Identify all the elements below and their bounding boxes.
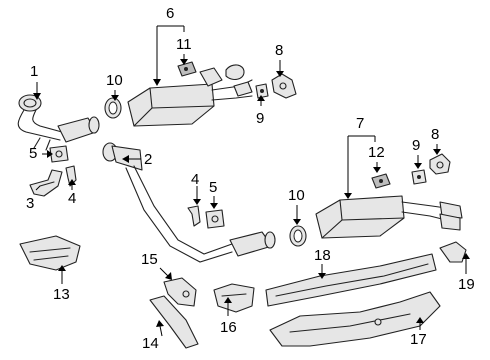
clamp-10-right-part (289, 225, 307, 247)
callout-12: 12 (368, 144, 385, 161)
callout-16: 16 (220, 319, 237, 336)
isolator-9-right-part (411, 169, 427, 185)
heat-shield-14-part (149, 295, 199, 349)
callout-10-right: 10 (288, 187, 305, 204)
rear-muffler-assembly-part (127, 64, 253, 127)
callout-9-right: 9 (412, 137, 421, 154)
callout-4-left: 4 (68, 190, 77, 207)
callout-10-left: 10 (106, 72, 123, 89)
callout-19: 19 (458, 276, 475, 293)
callout-6: 6 (166, 5, 175, 22)
muffler-with-dual-tips-part (315, 195, 463, 239)
hanger-4-mid-part (187, 205, 201, 227)
bracket-15-part (163, 277, 197, 307)
callout-1: 1 (30, 63, 39, 80)
callout-8-right: 8 (431, 126, 440, 143)
callout-11: 11 (176, 36, 192, 53)
heat-shield-16-part (213, 283, 255, 313)
heat-shield-18-part (265, 253, 437, 307)
clamp-5-mid-part (205, 209, 225, 229)
callout-3: 3 (26, 195, 35, 212)
hanger-8-top-part (271, 73, 297, 99)
heat-shield-13-part (19, 235, 81, 271)
callout-18: 18 (314, 247, 331, 264)
isolator-12-part (371, 173, 391, 189)
clamp-10-left-part (104, 97, 122, 119)
clamp-5-left-part (49, 145, 69, 163)
isolator-9-top-part (255, 83, 269, 99)
callout-5-left: 5 (29, 145, 38, 162)
hanger-8-right-part (429, 153, 451, 175)
callout-7: 7 (356, 115, 365, 132)
front-catalytic-converter-part (17, 94, 100, 151)
callout-5-mid: 5 (209, 179, 218, 196)
callout-17: 17 (410, 331, 427, 348)
callout-14: 14 (142, 335, 159, 352)
callout-13: 13 (53, 286, 70, 303)
isolator-11-part (177, 61, 197, 77)
callout-8-top: 8 (275, 42, 284, 59)
callout-15: 15 (141, 251, 158, 268)
bracket-3-part (29, 169, 63, 197)
heat-shield-17-part (269, 291, 441, 347)
callout-4-mid: 4 (191, 171, 200, 188)
leader-lines (33, 25, 470, 337)
callout-9-top: 9 (256, 110, 265, 127)
front-pipe-converter-part (102, 142, 276, 263)
callout-2: 2 (144, 151, 153, 168)
